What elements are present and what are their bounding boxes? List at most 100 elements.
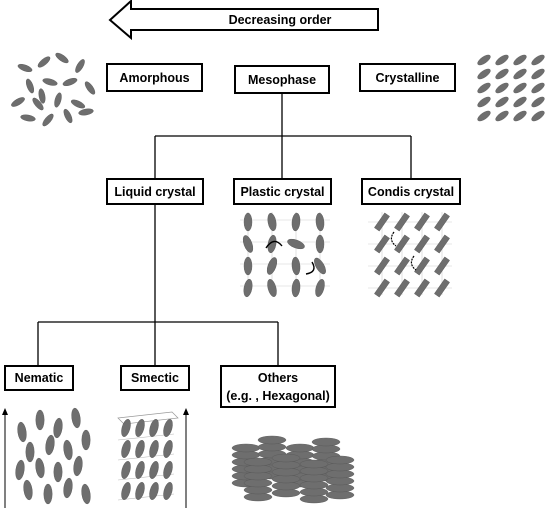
molecule xyxy=(42,78,58,86)
molecule xyxy=(325,476,355,486)
molecule xyxy=(121,440,131,458)
molecule xyxy=(257,442,287,452)
molecule xyxy=(149,482,159,500)
molecule xyxy=(25,78,35,94)
molecule xyxy=(231,443,261,453)
rotation-arrow xyxy=(305,261,315,275)
molecule xyxy=(477,82,491,94)
arrow-label: Decreasing order xyxy=(229,13,332,27)
molecule xyxy=(325,483,355,493)
molecule xyxy=(43,483,53,505)
molecule xyxy=(81,483,91,505)
molecule xyxy=(243,278,253,298)
molecule xyxy=(325,490,355,500)
nematic-box: Nematic xyxy=(4,365,74,391)
amorphous-label: Amorphous xyxy=(119,71,189,85)
molecule xyxy=(73,455,83,477)
molecule xyxy=(291,256,301,276)
molecule xyxy=(325,455,355,465)
molecule xyxy=(374,234,390,254)
molecule xyxy=(287,238,305,250)
amorphous-box: Amorphous xyxy=(106,63,203,92)
molecule xyxy=(495,54,509,66)
molecule xyxy=(53,417,63,439)
molecule xyxy=(434,278,450,298)
molecule xyxy=(71,407,81,429)
molecule xyxy=(513,82,527,94)
molecule xyxy=(62,77,78,87)
molecule xyxy=(311,437,341,447)
molecule xyxy=(231,450,261,460)
condis-crystal-molecules xyxy=(368,212,452,298)
molecule xyxy=(35,457,45,479)
molecule xyxy=(477,110,491,122)
molecule xyxy=(135,482,145,500)
molecule xyxy=(45,434,55,456)
molecule xyxy=(267,279,277,297)
molecule xyxy=(315,212,325,232)
molecule xyxy=(325,469,355,479)
molecule xyxy=(271,488,301,498)
molecule xyxy=(531,110,545,122)
molecule xyxy=(513,110,527,122)
molecule xyxy=(291,212,301,232)
molecule xyxy=(531,54,545,66)
molecule xyxy=(299,480,329,490)
molecule xyxy=(20,114,36,122)
director-arrowhead xyxy=(2,408,8,415)
molecule xyxy=(285,443,315,453)
condis-crystal-box: Condis crystal xyxy=(361,178,461,205)
molecule xyxy=(121,461,131,479)
crystalline-label: Crystalline xyxy=(376,71,440,85)
molecule xyxy=(513,96,527,108)
molecule xyxy=(135,440,145,458)
molecule xyxy=(271,467,301,477)
molecule xyxy=(32,97,44,111)
molecule xyxy=(15,459,25,481)
crystalline-box: Crystalline xyxy=(359,63,456,92)
molecule xyxy=(315,234,325,254)
molecule xyxy=(531,68,545,80)
rotation-arrow xyxy=(410,255,417,271)
molecule xyxy=(149,419,159,437)
molecule xyxy=(394,256,410,276)
crystalline-molecules xyxy=(477,54,545,122)
molecule xyxy=(121,419,131,437)
molecule xyxy=(135,461,145,479)
molecule xyxy=(81,429,91,451)
molecule xyxy=(299,459,329,469)
molecule xyxy=(163,482,173,500)
others-label-line2: (e.g. , Hexagonal) xyxy=(226,389,330,403)
molecule xyxy=(70,99,86,109)
molecule xyxy=(149,440,159,458)
molecule xyxy=(531,96,545,108)
molecule xyxy=(121,482,131,500)
rotation-arrow xyxy=(265,240,283,249)
molecule xyxy=(414,234,430,254)
decreasing-order-arrow: Decreasing order xyxy=(108,0,379,41)
molecule xyxy=(374,212,390,232)
molecule xyxy=(531,82,545,94)
liquid-crystal-box: Liquid crystal xyxy=(106,178,204,205)
molecule xyxy=(149,461,159,479)
molecule xyxy=(434,234,450,254)
molecule xyxy=(513,68,527,80)
molecule xyxy=(75,59,85,73)
molecule xyxy=(243,457,273,467)
molecule xyxy=(55,52,69,64)
molecule xyxy=(84,81,96,95)
molecule xyxy=(495,96,509,108)
molecule xyxy=(434,212,450,232)
layer-outline xyxy=(117,411,179,425)
molecule xyxy=(299,494,329,504)
molecule xyxy=(42,113,54,127)
smectic-molecules xyxy=(117,408,189,508)
molecule xyxy=(314,257,326,275)
connector-lines xyxy=(37,93,412,366)
molecule xyxy=(414,212,430,232)
molecule xyxy=(477,54,491,66)
molecule xyxy=(414,256,430,276)
molecule xyxy=(315,279,325,297)
mesophase-box: Mesophase xyxy=(234,65,330,94)
